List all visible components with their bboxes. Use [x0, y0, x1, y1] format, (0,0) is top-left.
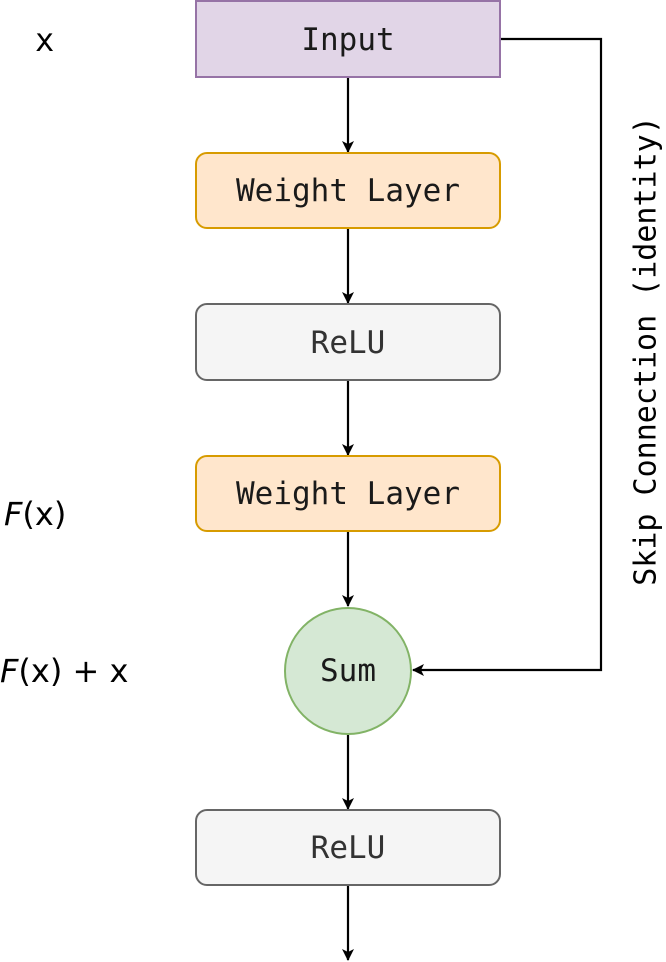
input-label: Input	[301, 22, 394, 58]
skip-connection-edge	[412, 37, 603, 676]
relu-2-node: ReLU	[195, 809, 501, 886]
fx-plus-x-italic: F	[0, 652, 19, 690]
fx-label: F(x)	[4, 495, 66, 533]
input-node: Input	[195, 0, 501, 78]
sum-node: Sum	[284, 607, 412, 735]
fx-plus-x-rest: (x) + x	[18, 652, 128, 690]
relu-2-label: ReLU	[311, 830, 386, 866]
fx-plus-x-label: F(x) + x	[0, 652, 128, 690]
relu-1-label: ReLU	[311, 325, 386, 361]
weight-layer-1-label: Weight Layer	[236, 173, 460, 209]
x-label: x	[35, 21, 54, 59]
skip-connection-label: Skip Connection (identity)	[629, 116, 664, 586]
weight-layer-1-node: Weight Layer	[195, 152, 501, 229]
weight-layer-2-label: Weight Layer	[236, 476, 460, 512]
relu-1-node: ReLU	[195, 303, 501, 381]
weight-layer-2-node: Weight Layer	[195, 455, 501, 532]
fx-label-italic: F	[4, 495, 23, 533]
fx-label-rest: (x)	[22, 495, 66, 533]
sum-label: Sum	[320, 653, 376, 689]
